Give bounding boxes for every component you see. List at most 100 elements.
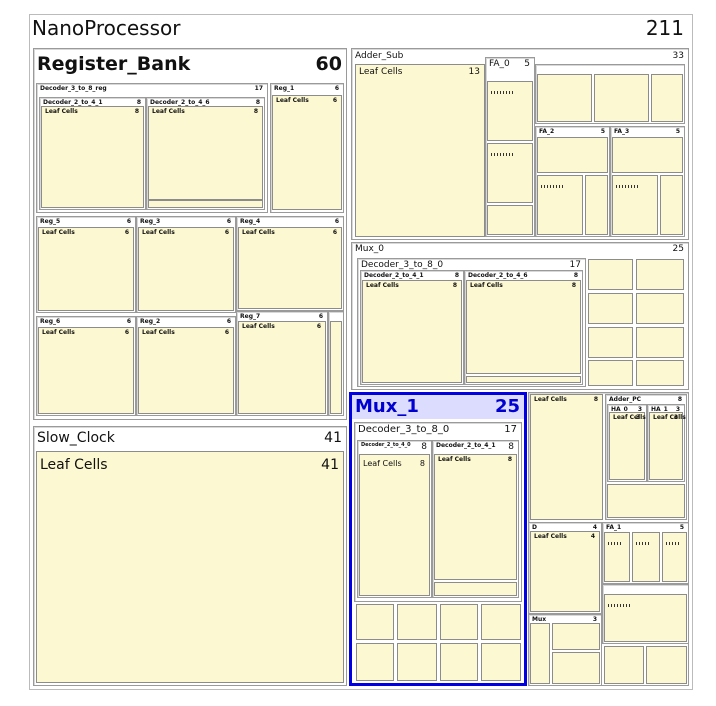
fa-0-cell-2[interactable] (487, 143, 533, 203)
fa-1-cell-1[interactable] (537, 74, 592, 122)
decoder-reg-value: 17 (254, 85, 263, 92)
mux-1-cell-7[interactable] (440, 643, 478, 681)
mux-0-d24b-leaf-2[interactable] (466, 376, 581, 383)
mux-box-cell-2[interactable] (552, 623, 600, 650)
leaf-value: 3 (673, 414, 678, 421)
leaf-value: 6 (224, 229, 229, 236)
adder-pc-label: Adder_PC (609, 396, 642, 403)
leaf-value: 3 (635, 414, 640, 421)
fa-box-cell-ticks (608, 604, 632, 607)
mux-1-d24b-leaf-2[interactable] (434, 582, 517, 596)
mux-1-d24a-leaf[interactable]: Leaf Cells 8 (359, 454, 430, 596)
adder-pc-ha-1-leaf[interactable]: Leaf Cells 3 (649, 412, 686, 480)
fa-0-cell-3[interactable] (487, 205, 533, 235)
register-bank-label: Register_Bank (37, 53, 191, 75)
leaf-cells-reg-6[interactable]: Leaf Cells 6 (38, 327, 134, 414)
leaf-cells-reg-3[interactable]: Leaf Cells 6 (138, 227, 234, 311)
mux-0-cell-6[interactable] (636, 327, 684, 358)
mux-0-d24b-leaf[interactable]: Leaf Cells 8 (466, 280, 581, 374)
pc-box-cell-3-ticks (666, 542, 680, 545)
mux-0-cell-3[interactable] (588, 293, 633, 324)
decoder-2-to-4-reg-a-label: Decoder_2_to_4_1 (43, 99, 103, 106)
leaf-label: Leaf Cells (613, 414, 646, 421)
leaf-cells-reg-b[interactable]: Leaf Cells 8 (148, 106, 263, 200)
pc-box-cell-3[interactable] (662, 532, 687, 582)
mux-0-d24a-leaf[interactable]: Leaf Cells 8 (362, 280, 462, 383)
reg-4-value: 6 (334, 218, 339, 225)
leaf-value: 6 (316, 323, 321, 330)
leaf-label: Leaf Cells (40, 457, 108, 473)
mux-0-cell-1[interactable] (588, 259, 633, 290)
reg-3-value: 6 (226, 218, 231, 225)
leaf-value: 6 (124, 329, 129, 336)
fa-2-label: FA_2 (539, 128, 555, 135)
leaf-label: Leaf Cells (42, 329, 75, 336)
fa-3-cell-1[interactable] (612, 137, 683, 173)
mux-0-cell-4[interactable] (636, 293, 684, 324)
mux-0-cell-8[interactable] (636, 360, 684, 386)
mux-1-cell-6[interactable] (397, 643, 437, 681)
register-bank-value: 60 (315, 53, 342, 75)
leaf-cells-reg-4[interactable]: Leaf Cells 6 (238, 227, 342, 309)
mux-box-value: 3 (592, 616, 597, 623)
leaf-cells-reg-5[interactable]: Leaf Cells 6 (38, 227, 134, 311)
fa-2-cell-1[interactable] (537, 137, 608, 173)
mux-1-cell-3[interactable] (440, 604, 478, 640)
leaf-cells-reg-a[interactable]: Leaf Cells 8 (41, 106, 144, 208)
leaf-cells-other[interactable]: Leaf Cells 8 (530, 394, 603, 520)
pc-box-cell-2[interactable] (632, 532, 660, 582)
leaf-cells-reg-1[interactable]: Leaf Cells 6 (272, 95, 342, 210)
mux-1-cell-1[interactable] (356, 604, 394, 640)
fa-box-cell[interactable] (604, 594, 687, 642)
leaf-value: 41 (321, 457, 339, 473)
fa-3-cell-3[interactable] (660, 175, 683, 235)
root-label: NanoProcessor (32, 16, 181, 40)
mux-box-cell-3[interactable] (552, 652, 600, 684)
fa-1-cell-2[interactable] (594, 74, 649, 122)
mux-0-cell-5[interactable] (588, 327, 633, 358)
pc-box-value: 5 (679, 524, 684, 531)
mux-1-cell-8[interactable] (481, 643, 521, 681)
leaf-cells-reg-extra[interactable] (330, 321, 342, 414)
other-cell-2[interactable] (646, 646, 687, 684)
d-box-leaf[interactable]: Leaf Cells 4 (530, 531, 600, 612)
mux-1-d24b-leaf[interactable]: Leaf Cells 8 (434, 454, 517, 580)
mux-1-cell-5[interactable] (356, 643, 394, 681)
leaf-cells-adder-sub[interactable]: Leaf Cells 13 (355, 64, 485, 237)
leaf-label: Leaf Cells (534, 533, 567, 540)
leaf-cells-slow-clock[interactable]: Leaf Cells 41 (36, 451, 344, 683)
leaf-cells-reg-7[interactable]: Leaf Cells 6 (238, 321, 326, 414)
mux-0-cell-7[interactable] (588, 360, 633, 386)
adder-pc-cell[interactable] (607, 484, 685, 518)
d-box-label: D (532, 524, 537, 531)
leaf-value: 8 (452, 282, 457, 289)
leaf-label: Leaf Cells (276, 97, 309, 104)
fa-2-cell-3[interactable] (585, 175, 608, 235)
fa-3-cell-2[interactable] (612, 175, 658, 235)
mux-box-cell-1[interactable] (530, 623, 550, 684)
mux-1-value: 25 (494, 396, 520, 417)
leaf-value: 8 (419, 459, 425, 468)
fa-0-value: 5 (524, 59, 530, 69)
mux-1-cell-4[interactable] (481, 604, 521, 640)
leaf-cells-reg-2[interactable]: Leaf Cells 6 (138, 327, 234, 414)
mux-0-d24b-value: 8 (573, 272, 578, 279)
mux-1-cell-2[interactable] (397, 604, 437, 640)
pc-box-cell-1[interactable] (604, 532, 630, 582)
fa-1-cell-3[interactable] (651, 74, 683, 122)
leaf-label: Leaf Cells (438, 456, 471, 463)
leaf-label: Leaf Cells (45, 108, 78, 115)
leaf-label: Leaf Cells (142, 329, 175, 336)
fa-2-cell-2[interactable] (537, 175, 583, 235)
mux-0-label: Mux_0 (355, 244, 385, 254)
leaf-cells-reg-b-2[interactable] (148, 200, 263, 208)
adder-sub-label: Adder_Sub (355, 51, 404, 61)
reg-2-label: Reg_2 (140, 318, 161, 325)
mux-0-cell-2[interactable] (636, 259, 684, 290)
root-value: 211 (645, 16, 684, 40)
mux-1-d24a-label: Decoder_2_to_4_0 (361, 442, 411, 448)
adder-pc-ha-0-leaf[interactable]: Leaf Cells 3 (609, 412, 646, 480)
fa-0-cell-1[interactable] (487, 81, 533, 141)
slow-clock-value: 41 (324, 430, 342, 446)
other-cell-1[interactable] (604, 646, 644, 684)
